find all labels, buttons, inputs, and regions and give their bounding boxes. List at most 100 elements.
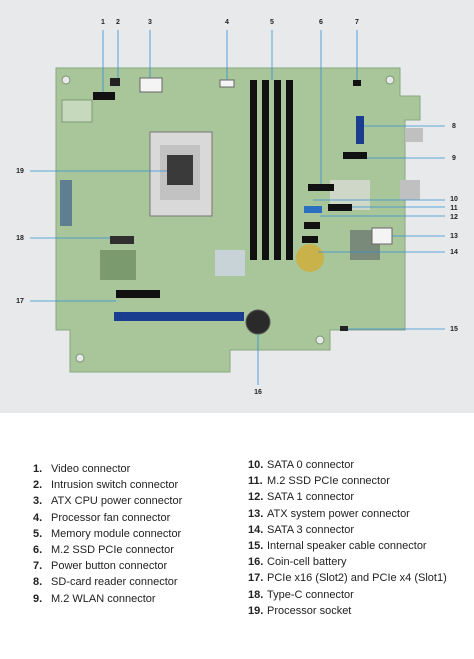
legend-label: M.2 SSD PCIe connector	[267, 475, 390, 488]
callout-11: 11	[450, 205, 458, 212]
leader-lines	[30, 30, 445, 385]
legend-number: 7.	[33, 560, 43, 573]
rear-io-port	[60, 180, 72, 226]
motherboard-diagram-panel: 1 2 3 4 5 6 7 8 9 10 11 12 13 14 15 16 1…	[0, 0, 474, 413]
legend-label: SD-card reader connector	[51, 576, 178, 589]
m2-ssd-connector-2	[328, 204, 352, 211]
legend-item: 14.SATA 3 connector	[248, 522, 447, 538]
rear-io-port	[405, 128, 423, 142]
legend-label: Type-C connector	[267, 588, 354, 601]
legend-label: Video connector	[51, 463, 131, 475]
legend-number: 9.	[33, 592, 43, 605]
legend-item: 11. M.2 SSD PCIe connector	[248, 473, 447, 489]
legend-label: SATA 0 connector	[267, 459, 355, 471]
video-connector	[93, 92, 115, 100]
mounting-hole	[315, 335, 325, 345]
chip	[215, 250, 245, 276]
callout-13: 13	[450, 233, 458, 240]
mounting-hole	[61, 75, 71, 85]
legend-item: 6. M.2 SSD PCIe connector	[33, 542, 182, 558]
legend-item: 19.Processor socket	[248, 603, 447, 619]
legend-number: 11.	[248, 475, 263, 488]
legend-item: 1. Video connector	[33, 461, 182, 477]
legend-number: 8.	[33, 576, 43, 589]
legend-number: 1.	[33, 463, 43, 475]
capacitor	[296, 244, 324, 272]
legend-number: 6.	[33, 543, 43, 556]
component-legend: 1. Video connector 2. Intrusion switch con…	[0, 413, 474, 659]
legend-label: Power button connector	[51, 560, 168, 573]
processor-fan-connector	[219, 79, 235, 88]
legend-label: SATA 1 connector	[267, 491, 355, 504]
legend-number: 17.	[248, 572, 264, 585]
memory-slot	[250, 80, 257, 260]
callout-10: 10	[450, 196, 458, 203]
legend-number: 3.	[33, 495, 43, 508]
callout-15: 15	[450, 326, 458, 333]
speaker-connector	[340, 326, 348, 331]
callout-17: 17	[16, 298, 24, 305]
legend-item: 13.ATX system power connector	[248, 506, 447, 522]
callout-6: 6	[319, 19, 323, 26]
callout-19: 19	[16, 168, 24, 175]
callout-14: 14	[450, 249, 458, 256]
legend-item: 4. Processor fan connector	[33, 510, 182, 526]
legend-label: Memory module connector	[51, 527, 182, 540]
legend-number: 2.	[33, 479, 43, 492]
sata-3-connector	[302, 236, 318, 243]
legend-number: 16.	[248, 556, 264, 569]
type-c-connector	[110, 236, 134, 244]
legend-column-left: 1. Video connector 2. Intrusion switch con…	[33, 461, 182, 607]
legend-label: SATA 3 connector	[267, 523, 355, 536]
memory-slot	[262, 80, 269, 260]
motherboard-pcb	[55, 67, 421, 373]
legend-label: Processor socket	[267, 604, 352, 617]
callout-18: 18	[16, 235, 24, 242]
pcie-x4-slot	[116, 290, 160, 298]
legend-item: 9. M.2 WLAN connector	[33, 591, 182, 607]
coin-cell-battery	[245, 309, 271, 335]
atx-system-power-connector	[371, 227, 393, 245]
rear-io-port	[400, 180, 420, 200]
intrusion-switch-connector	[110, 78, 120, 86]
callout-12: 12	[450, 214, 458, 221]
legend-label: M.2 SSD PCIe connector	[51, 543, 174, 556]
chip	[100, 250, 136, 280]
legend-item: 2. Intrusion switch connector	[33, 477, 182, 493]
memory-slot	[274, 80, 281, 260]
callout-3: 3	[148, 19, 152, 26]
callout-4: 4	[225, 19, 229, 26]
legend-number: 4.	[33, 511, 43, 524]
legend-item: 15.Internal speaker cable connector	[248, 538, 447, 554]
legend-number: 13.	[248, 507, 264, 520]
legend-number: 15.	[248, 539, 264, 552]
legend-label: ATX system power connector	[267, 507, 410, 520]
legend-item: 3.ATX CPU power connector	[33, 493, 182, 509]
sata-0-connector	[304, 206, 322, 213]
socket-pins	[167, 155, 193, 185]
legend-label: Internal speaker cable connector	[267, 539, 427, 552]
legend-label: PCIe x16 (Slot2) and PCIe x4 (Slot1)	[267, 572, 447, 585]
legend-number: 12.	[248, 491, 264, 504]
sd-card-reader-connector	[356, 116, 364, 144]
mounting-hole	[385, 75, 395, 85]
legend-item: 17.PCIe x16 (Slot2) and PCIe x4 (Slot1)	[248, 570, 447, 586]
pcie-x16-slot	[114, 312, 244, 321]
legend-number: 19.	[248, 604, 264, 617]
m2-ssd-connector	[308, 184, 334, 191]
legend-label: Intrusion switch connector	[51, 479, 179, 492]
callout-5: 5	[270, 19, 274, 26]
legend-item: 10.SATA 0 connector	[248, 457, 447, 473]
callout-8: 8	[452, 123, 456, 130]
legend-label: M.2 WLAN connector	[51, 592, 156, 605]
legend-number: 14.	[248, 523, 264, 536]
legend-item: 7. Power button connector	[33, 558, 182, 574]
callout-16: 16	[254, 389, 262, 396]
motherboard-illustration	[0, 0, 474, 413]
legend-label: Processor fan connector	[51, 511, 171, 524]
legend-column-right: 10.SATA 0 connector 11. M.2 SSD PCIe conn…	[248, 457, 447, 619]
sata-1-connector	[304, 222, 320, 229]
m2-wlan-connector	[343, 152, 367, 159]
legend-number: 10.	[248, 459, 264, 471]
callout-7: 7	[355, 19, 359, 26]
